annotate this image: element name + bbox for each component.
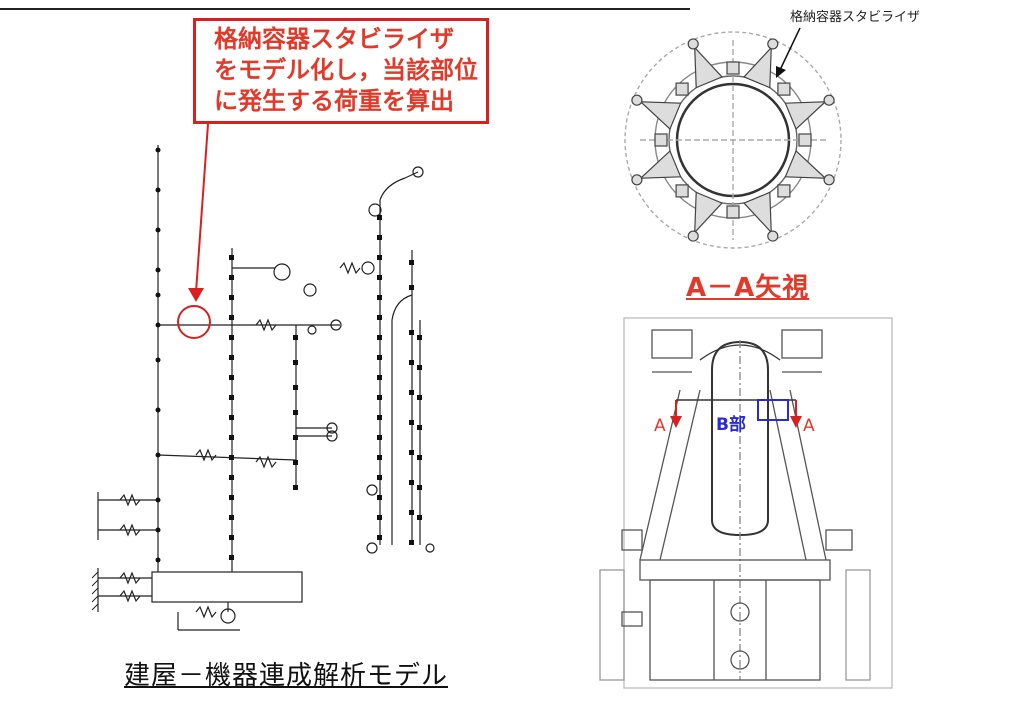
aa-view-title: A－A矢視 bbox=[686, 273, 810, 303]
stabilizer-pin bbox=[687, 230, 699, 242]
top-title-strip bbox=[0, 0, 690, 10]
b-part-box bbox=[757, 399, 789, 421]
lower-link bbox=[157, 454, 297, 461]
callout-box: 格納容器スタビライザ をモデル化し，当該部位 に発生する荷重を算出 bbox=[193, 18, 489, 124]
stabilizer-trusses bbox=[631, 38, 835, 242]
arrow-left-head bbox=[670, 416, 682, 428]
stabilizer-truss bbox=[742, 191, 772, 234]
ring-bracket bbox=[675, 184, 689, 198]
stabilizer-truss bbox=[639, 149, 682, 179]
stabilizer-highlight-circle bbox=[177, 305, 211, 339]
ring-bracket bbox=[726, 61, 740, 75]
stabilizer-pin bbox=[687, 38, 699, 50]
callout-line-2: をモデル化し，当該部位 bbox=[214, 56, 478, 84]
stabilizer-truss bbox=[784, 149, 827, 179]
mid-bend bbox=[391, 294, 413, 321]
mass-points-2 bbox=[229, 255, 298, 560]
ring-bracket bbox=[777, 184, 791, 198]
callout-arrowhead bbox=[188, 288, 204, 302]
stabilizer-pin bbox=[631, 94, 643, 106]
section-view-drawing bbox=[599, 317, 893, 689]
ring-bracket bbox=[675, 82, 689, 96]
stabilizer-label-arrow bbox=[776, 27, 801, 78]
ring-bracket bbox=[798, 133, 812, 147]
stabilizer-pin bbox=[823, 174, 835, 186]
mass-points bbox=[155, 147, 161, 563]
stabilizer-pin bbox=[631, 174, 643, 186]
stabilizer-truss bbox=[639, 101, 682, 131]
stabilizer-pin bbox=[767, 38, 779, 50]
coupled-model-diagram bbox=[91, 145, 435, 631]
arrow-right-head bbox=[790, 416, 802, 428]
mass-points-3 bbox=[377, 215, 422, 545]
section-arrow-left-label: A bbox=[654, 416, 666, 436]
stabilizer-truss bbox=[694, 46, 724, 89]
section-arrow-right-label: A bbox=[803, 416, 815, 436]
stabilizer-pin bbox=[823, 94, 835, 106]
b-part-label: B部 bbox=[716, 415, 746, 435]
stabilizer-truss bbox=[742, 46, 772, 89]
model-title: 建屋－機器連成解析モデル bbox=[124, 661, 449, 691]
callout-line-1: 格納容器スタビライザ bbox=[214, 25, 454, 53]
top-bend bbox=[379, 171, 419, 201]
ring-bracket bbox=[654, 133, 668, 147]
callout-line-3: に発生する荷重を算出 bbox=[214, 87, 454, 115]
stabilizer-truss bbox=[694, 191, 724, 234]
stabilizer-pin bbox=[767, 230, 779, 242]
base-mat bbox=[151, 571, 303, 603]
callout-pointer bbox=[177, 123, 211, 339]
ring-bracket bbox=[777, 82, 791, 96]
ring-bracket bbox=[726, 205, 740, 219]
stabilizer-truss bbox=[784, 101, 827, 131]
callout-arrow-line bbox=[195, 123, 209, 293]
stabilizer-label: 格納容器スタビライザ bbox=[790, 10, 921, 25]
